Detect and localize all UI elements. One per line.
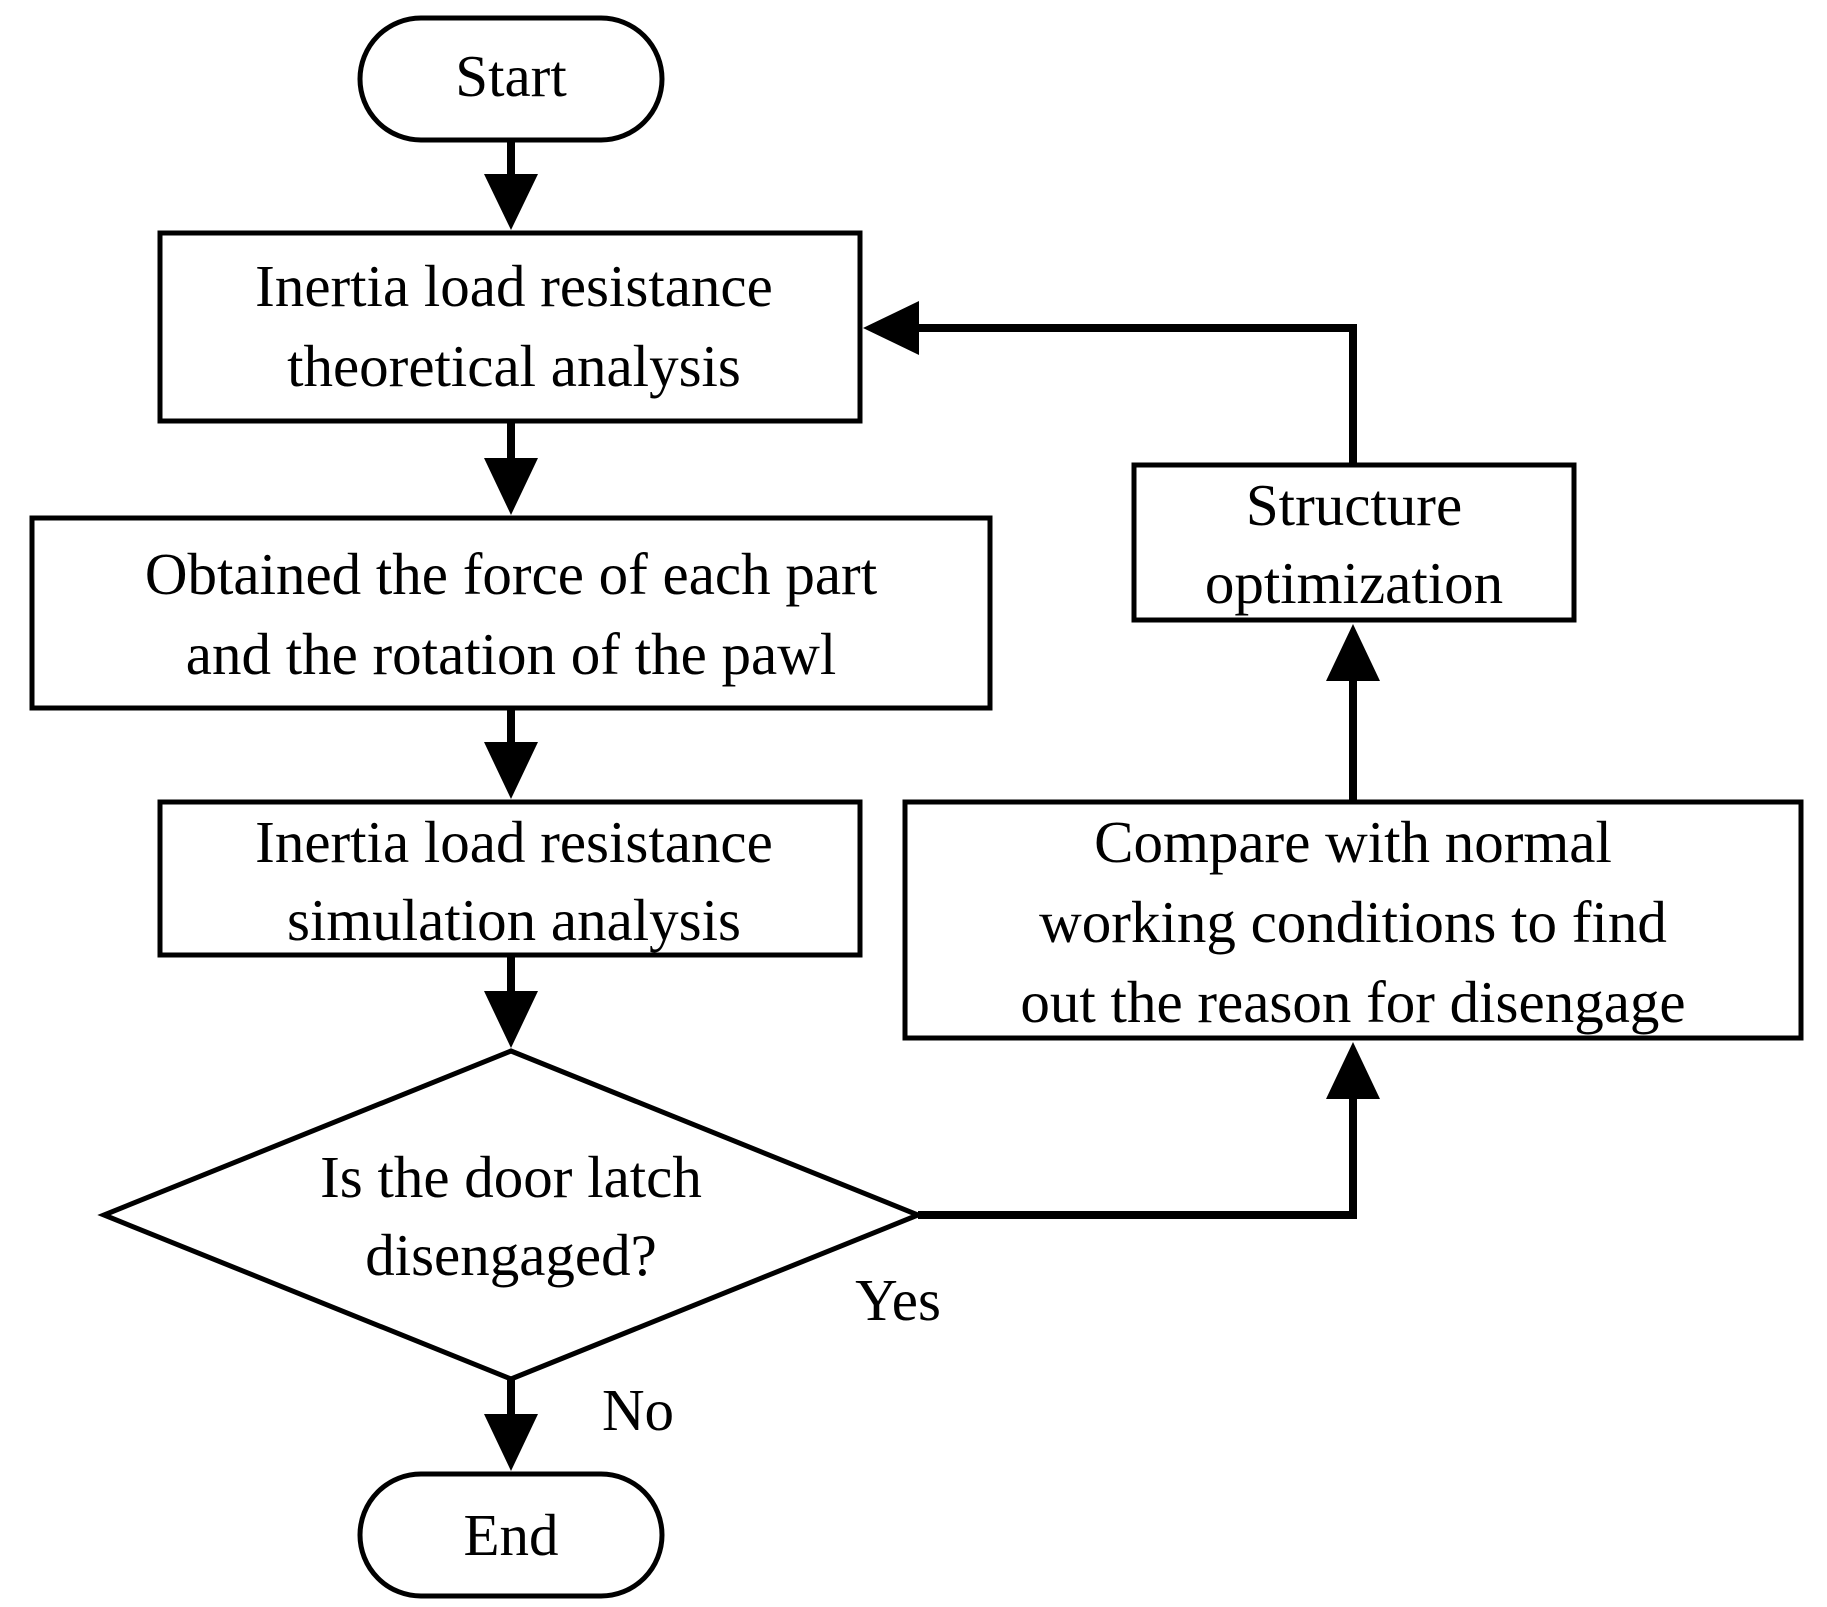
theoretical-analysis-line-2: theoretical analysis xyxy=(287,333,741,399)
optimization-step: Structure optimization xyxy=(1131,462,1577,623)
compare-step: Compare with normal working conditions t… xyxy=(902,799,1804,1041)
arrowhead-simulation-decision xyxy=(484,991,538,1048)
theoretical-analysis-step: Inertia load resistance theoretical anal… xyxy=(157,230,863,424)
connector-optimization-theory xyxy=(915,324,1357,465)
arrowhead-decision-end xyxy=(484,1414,538,1471)
optimization-box xyxy=(1131,462,1577,623)
arrowhead-force-simulation xyxy=(484,742,538,799)
simulation-analysis-step: Inertia load resistance simulation analy… xyxy=(157,799,863,958)
arrowhead-decision-compare xyxy=(1326,1042,1380,1099)
yes-label: Yes xyxy=(855,1267,941,1333)
arrowhead-start-theory xyxy=(484,174,538,230)
simulation-analysis-line-1: Inertia load resistance xyxy=(255,809,773,875)
connector-decision-compare xyxy=(918,1095,1357,1219)
compare-line-1: Compare with normal xyxy=(1094,809,1612,875)
force-line-2: and the rotation of the pawl xyxy=(186,621,836,687)
optimization-line-1: Structure xyxy=(1246,472,1462,538)
compare-line-3: out the reason for disengage xyxy=(1020,969,1685,1035)
end-shape xyxy=(357,1471,665,1599)
decision-diamond xyxy=(97,1048,925,1382)
theoretical-analysis-line-1: Inertia load resistance xyxy=(255,253,773,319)
force-box xyxy=(29,515,993,711)
simulation-analysis-line-2: simulation analysis xyxy=(287,887,741,953)
decision-step: Is the door latch disengaged? xyxy=(97,1048,925,1382)
start-label: Start xyxy=(455,43,567,109)
force-line-1: Obtained the force of each part xyxy=(145,541,878,607)
force-step: Obtained the force of each part and the … xyxy=(29,515,993,711)
arrowhead-compare-optimization xyxy=(1326,624,1380,681)
simulation-analysis-box xyxy=(157,799,863,958)
connectors xyxy=(484,140,1380,1471)
theoretical-analysis-box xyxy=(157,230,863,424)
start-terminal: Start xyxy=(357,15,665,143)
end-label: End xyxy=(463,1502,558,1568)
no-label: No xyxy=(602,1377,674,1443)
arrowhead-theory-force xyxy=(484,458,538,515)
decision-line-2: disengaged? xyxy=(365,1222,657,1288)
optimization-line-2: optimization xyxy=(1205,550,1503,616)
arrowhead-optimization-theory xyxy=(863,301,919,355)
compare-line-2: working conditions to find xyxy=(1039,889,1667,955)
end-terminal: End xyxy=(357,1471,665,1599)
decision-line-1: Is the door latch xyxy=(320,1144,702,1210)
